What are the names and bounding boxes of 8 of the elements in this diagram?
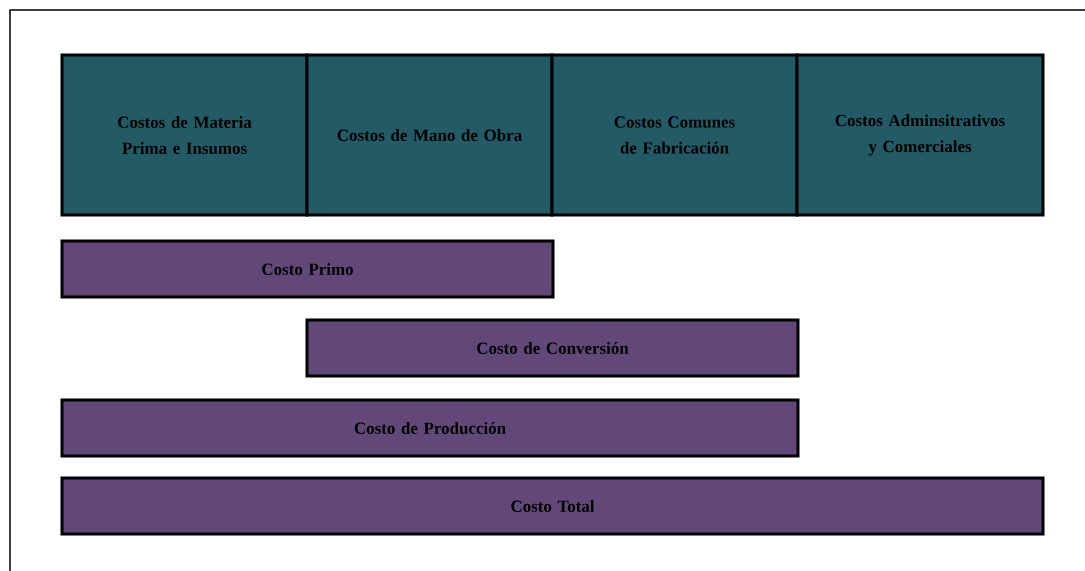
cost-bar: Costo Primo <box>60 239 555 299</box>
cost-bar: Costo de Producción <box>60 398 800 458</box>
cost-category-box: Costos de Materia Prima e Insumos <box>60 53 309 217</box>
cost-bar: Costo de Conversión <box>305 318 800 378</box>
cost-category-box: Costos Adminsitrativos y Comerciales <box>795 53 1045 217</box>
cost-bar: Costo Total <box>60 476 1045 536</box>
cost-category-box: Costos de Mano de Obra <box>305 53 554 217</box>
cost-category-box: Costos Comunes de Fabricación <box>550 53 799 217</box>
